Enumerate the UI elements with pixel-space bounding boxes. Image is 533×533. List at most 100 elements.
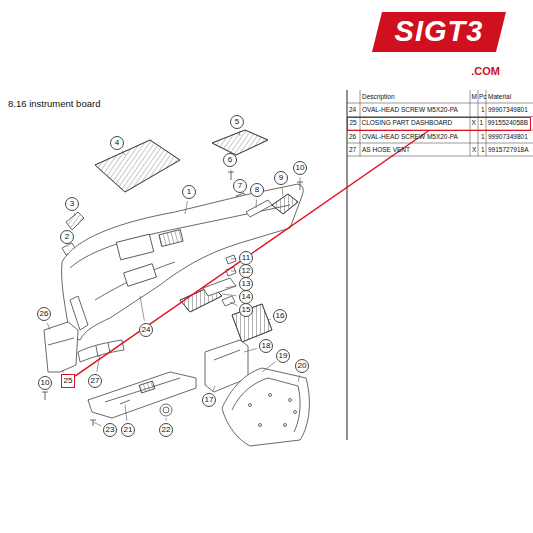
callout-number: 17 — [205, 396, 214, 404]
leader-line — [45, 392, 46, 394]
callout-number: 14 — [242, 293, 251, 301]
leader-line — [262, 362, 275, 372]
highlighted-callout: 25 — [61, 374, 75, 388]
logo-badge: SIGT3.COM — [372, 12, 506, 52]
side-trim — [66, 212, 84, 230]
table-cell: 9915727918A — [488, 147, 529, 154]
leader-line — [231, 258, 237, 259]
table-header: Material — [488, 94, 511, 101]
callout-circle: 19 — [276, 349, 290, 363]
leader-line — [93, 422, 101, 426]
callout-circle: 9 — [274, 171, 288, 185]
callout-circle: 4 — [110, 136, 124, 150]
callout-number: 23 — [106, 426, 115, 434]
leader-line — [298, 375, 300, 382]
leader-line — [231, 271, 237, 272]
callout-circle: 8 — [250, 183, 264, 197]
table-cell: 1 — [481, 147, 485, 154]
table-cell: 1 — [481, 134, 485, 141]
callout-circle: 20 — [295, 359, 309, 373]
material-number: 9915524058B — [488, 120, 529, 127]
parts-table-lines — [347, 90, 533, 440]
callout-number: 25 — [64, 377, 73, 385]
vent-box — [272, 194, 298, 214]
callout-number: 4 — [115, 139, 119, 147]
leader-line — [239, 131, 240, 136]
screw — [42, 392, 48, 400]
callout-number: 21 — [124, 426, 133, 434]
callout-number: 12 — [242, 267, 251, 275]
callout-number: 7 — [238, 182, 242, 190]
vent-outlet — [203, 278, 236, 296]
part-number: 25 — [350, 120, 357, 127]
table-cell: OVAL-HEAD SCREW M5X20-PA — [362, 107, 458, 114]
callout-circle: 10 — [293, 161, 307, 175]
leader-line — [222, 294, 237, 296]
callout-circle: 2 — [60, 230, 74, 244]
table-header: Description — [362, 94, 395, 101]
callout-number: 10 — [41, 379, 50, 387]
leader-line — [300, 178, 301, 183]
leader-line — [140, 296, 144, 321]
callout-circle: 16 — [273, 309, 287, 323]
callout-circle: 12 — [239, 264, 253, 278]
vent-ring — [222, 296, 235, 306]
callout-number: 16 — [276, 312, 285, 320]
highlight-connector — [75, 131, 429, 377]
callout-circle: 10 — [38, 376, 52, 390]
callout-circle: 26 — [37, 307, 51, 321]
callout-circle: 11 — [239, 251, 253, 265]
callout-number: 15 — [242, 306, 251, 314]
callout-circle: 24 — [139, 323, 153, 337]
top-cover — [95, 140, 180, 192]
knob — [160, 404, 172, 416]
leader-line — [225, 286, 237, 288]
table-cell: AS HOSE VENT — [362, 147, 410, 154]
console-bracket — [88, 372, 196, 418]
screw — [228, 172, 234, 180]
table-header: M — [472, 94, 477, 101]
callout-number: 10 — [296, 164, 305, 172]
callout-circle: 17 — [202, 393, 216, 407]
table-cell: 24 — [349, 107, 356, 114]
leader-line — [282, 187, 284, 196]
callout-circle: 15 — [239, 303, 253, 317]
leader-line — [97, 355, 100, 372]
callout-number: 2 — [65, 233, 69, 241]
leader-line — [74, 213, 76, 216]
leader-line — [268, 319, 271, 321]
callout-number: 19 — [279, 352, 288, 360]
leader-line — [122, 151, 125, 155]
leader-line — [62, 370, 63, 373]
trim-bar — [246, 200, 272, 217]
table-cell: 26 — [349, 134, 356, 141]
leader-line — [185, 201, 187, 214]
callout-circle: 6 — [223, 153, 237, 167]
table-cell: X — [472, 147, 476, 154]
callout-circle: 21 — [121, 423, 135, 437]
bracket — [226, 255, 236, 264]
table-cell: 27 — [349, 147, 356, 154]
leader-line — [213, 386, 215, 391]
callout-number: 22 — [162, 426, 171, 434]
callout-number: 8 — [255, 186, 259, 194]
callout-circle: 27 — [88, 374, 102, 388]
table-cell: 99907349801 — [488, 134, 528, 141]
logo-domain: .COM — [471, 66, 500, 77]
callout-number: 6 — [228, 156, 232, 164]
callout-circle: 22 — [159, 423, 173, 437]
callout-circle: 7 — [233, 179, 247, 193]
leader-line — [230, 169, 231, 172]
callout-number: 9 — [279, 174, 283, 182]
leader-line — [256, 199, 257, 208]
callout-number: 5 — [235, 118, 239, 126]
callout-number: 13 — [242, 280, 251, 288]
leader-line — [244, 349, 257, 353]
table-cell: OVAL-HEAD SCREW M5X20-PA — [362, 134, 458, 141]
callout-circle: 13 — [239, 277, 253, 291]
table-cell: 99907349801 — [488, 107, 528, 114]
callout-circle: 1 — [182, 185, 196, 199]
leader-line — [240, 195, 241, 197]
